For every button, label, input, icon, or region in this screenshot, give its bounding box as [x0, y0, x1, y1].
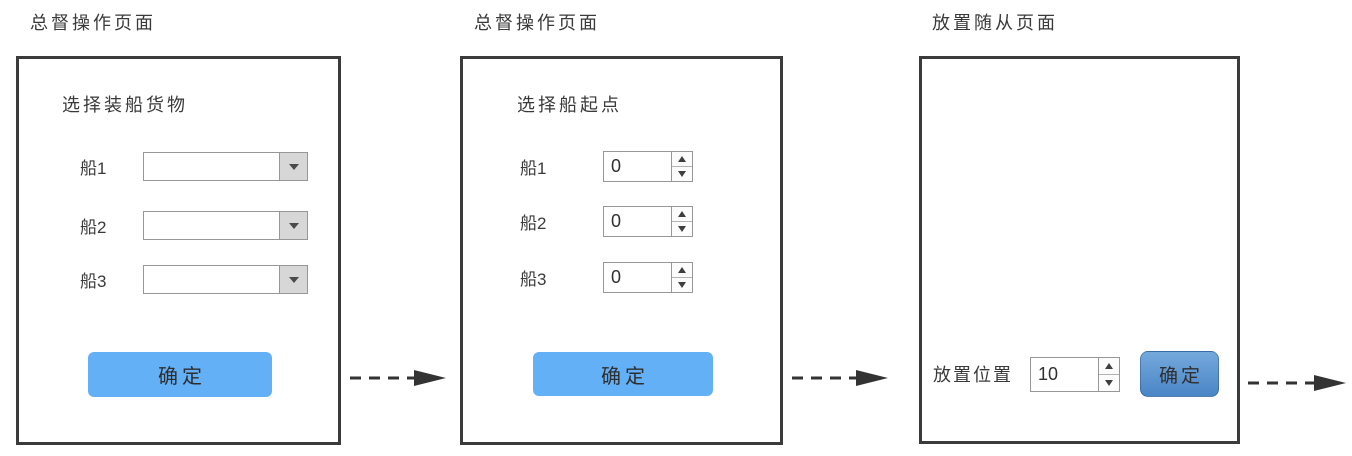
ship1-cargo-dropdown[interactable]: [143, 152, 308, 181]
triangle-up-icon: [1105, 362, 1113, 369]
flow-arrow-2-icon: [790, 366, 890, 390]
spinner-up-button[interactable]: [672, 152, 692, 167]
ship3-label: 船3: [80, 272, 107, 291]
ship1-start-spinner: 0: [603, 151, 693, 182]
ship3-start-row: 船3 0: [520, 262, 693, 293]
spinner-buttons: [671, 207, 692, 236]
confirm-button[interactable]: 确定: [533, 352, 713, 396]
spinner-value[interactable]: 0: [611, 267, 622, 287]
spinner-value[interactable]: 10: [1038, 363, 1059, 384]
panel2-box: 选择船起点 船1 0 船2 0 船3: [460, 56, 783, 445]
dropdown-arrow-button[interactable]: [279, 212, 307, 239]
panel1-title: 总督操作页面: [30, 13, 156, 33]
panel3-title: 放置随从页面: [932, 13, 1058, 33]
triangle-down-icon: [1105, 379, 1113, 386]
placement-label: 放置位置: [933, 365, 1013, 385]
ship2-label: 船2: [520, 214, 547, 233]
ship2-cargo-row: 船2: [80, 211, 308, 240]
chevron-down-icon: [288, 276, 299, 283]
ship2-start-row: 船2 0: [520, 206, 693, 237]
triangle-down-icon: [678, 226, 686, 232]
ship1-label: 船1: [520, 159, 547, 178]
dropdown-value: [144, 212, 279, 239]
confirm-button[interactable]: 确定: [1140, 351, 1219, 397]
spinner-value[interactable]: 0: [611, 211, 622, 231]
spinner-buttons: [671, 263, 692, 292]
panel3-box: 放置位置 10 确定: [919, 56, 1240, 444]
placement-spinner: 10: [1030, 356, 1120, 392]
spinner-up-button[interactable]: [672, 263, 692, 278]
spinner-down-button[interactable]: [672, 167, 692, 181]
triangle-up-icon: [678, 211, 686, 217]
ship1-label: 船1: [80, 159, 107, 178]
flow-arrow-1-icon: [348, 366, 448, 390]
triangle-down-icon: [678, 171, 686, 177]
triangle-down-icon: [678, 282, 686, 288]
confirm-button[interactable]: 确定: [88, 352, 272, 397]
chevron-down-icon: [288, 222, 299, 229]
panel2-title: 总督操作页面: [474, 13, 600, 33]
ship3-cargo-row: 船3: [80, 265, 308, 294]
spinner-value[interactable]: 0: [611, 156, 622, 176]
panel2-heading: 选择船起点: [517, 95, 622, 115]
spinner-up-button[interactable]: [1099, 357, 1119, 375]
dropdown-arrow-button[interactable]: [279, 153, 307, 180]
triangle-up-icon: [678, 267, 686, 273]
spinner-up-button[interactable]: [672, 207, 692, 222]
dropdown-arrow-button[interactable]: [279, 266, 307, 293]
flow-arrow-3-icon: [1246, 371, 1348, 395]
spinner-down-button[interactable]: [672, 222, 692, 236]
dropdown-value: [144, 153, 279, 180]
spinner-buttons: [1098, 357, 1119, 391]
ship2-cargo-dropdown[interactable]: [143, 211, 308, 240]
triangle-up-icon: [678, 156, 686, 162]
spinner-buttons: [671, 152, 692, 181]
ship3-cargo-dropdown[interactable]: [143, 265, 308, 294]
dropdown-value: [144, 266, 279, 293]
panel1-heading: 选择装船货物: [62, 95, 188, 115]
ship3-start-spinner: 0: [603, 262, 693, 293]
placement-row: 放置位置 10: [933, 351, 1120, 397]
spinner-down-button[interactable]: [672, 278, 692, 292]
ship3-label: 船3: [520, 270, 547, 289]
ship2-start-spinner: 0: [603, 206, 693, 237]
panel1-box: 选择装船货物 船1 船2 船3: [16, 56, 341, 445]
ship1-cargo-row: 船1: [80, 152, 308, 181]
ship2-label: 船2: [80, 218, 107, 237]
spinner-down-button[interactable]: [1099, 374, 1119, 391]
ship1-start-row: 船1 0: [520, 151, 693, 182]
chevron-down-icon: [288, 163, 299, 170]
